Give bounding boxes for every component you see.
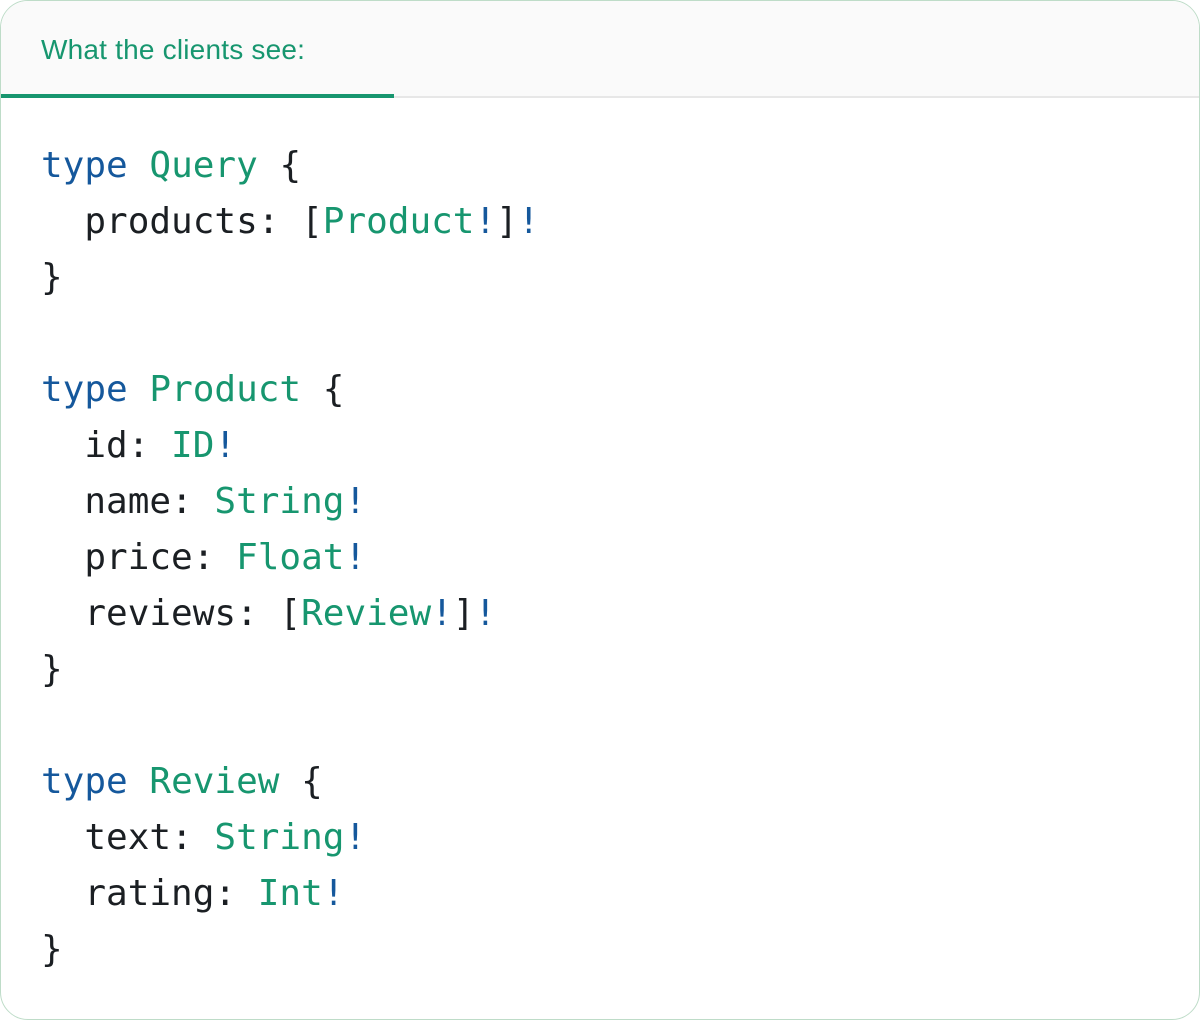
- code-line: }: [41, 922, 1159, 978]
- code-token-tp: ID: [171, 425, 215, 466]
- code-token-bg: !: [474, 201, 497, 242]
- code-line: type Review {: [41, 754, 1159, 810]
- code-token-bg: !: [344, 481, 367, 522]
- code-line: [41, 698, 1159, 754]
- code-token-pl: price:: [41, 537, 237, 578]
- code-token-pl: products: [: [41, 201, 323, 242]
- code-token-bg: !: [344, 537, 367, 578]
- code-line: reviews: [Review!]!: [41, 586, 1159, 642]
- code-token-pl: reviews: [: [41, 593, 302, 634]
- code-line: type Product {: [41, 362, 1159, 418]
- code-token-tp: String: [214, 481, 345, 522]
- tab-label: What the clients see:: [41, 33, 306, 65]
- code-line: [41, 306, 1159, 362]
- tab-bar: What the clients see:: [1, 1, 1199, 98]
- code-token-pl: {: [301, 369, 345, 410]
- code-token-pl: {: [257, 145, 302, 186]
- code-token-bg: !: [431, 593, 453, 634]
- code-token-pl: }: [41, 649, 63, 690]
- code-token-pl: rating:: [41, 873, 258, 914]
- active-tab-underline: [1, 94, 394, 98]
- code-token-tp: Review: [149, 761, 280, 802]
- code-token-tp: Int: [257, 873, 323, 914]
- code-line: rating: Int!: [41, 866, 1159, 922]
- code-token-kw: type: [41, 369, 128, 410]
- code-line: id: ID!: [41, 418, 1159, 474]
- code-token-tp: String: [214, 817, 345, 858]
- tab-what-the-clients-see[interactable]: What the clients see:: [1, 1, 305, 98]
- code-token-pl: ]: [452, 593, 475, 634]
- code-token-pl: [128, 761, 150, 802]
- code-token-bg: !: [517, 201, 540, 242]
- code-token-tp: Query: [149, 145, 258, 186]
- code-token-tp: Review: [301, 593, 432, 634]
- code-token-tp: Float: [236, 537, 345, 578]
- code-token-bg: !: [474, 593, 497, 634]
- code-token-kw: type: [41, 145, 128, 186]
- code-token-pl: }: [41, 929, 63, 970]
- code-line: price: Float!: [41, 530, 1159, 586]
- tab-bar-divider: [1, 96, 1199, 98]
- code-token-bg: !: [322, 873, 345, 914]
- code-token-pl: [128, 145, 150, 186]
- code-line: }: [41, 250, 1159, 306]
- code-token-pl: text:: [41, 817, 215, 858]
- code-token-bg: !: [214, 425, 237, 466]
- code-token-pl: name:: [41, 481, 215, 522]
- code-token-pl: ]: [496, 201, 518, 242]
- code-token-bg: !: [344, 817, 367, 858]
- code-token-pl: }: [41, 257, 63, 298]
- code-token-tp: Product: [322, 201, 475, 242]
- code-line: name: String!: [41, 474, 1159, 530]
- code-token-pl: id:: [41, 425, 172, 466]
- code-line: text: String!: [41, 810, 1159, 866]
- code-token-pl: [128, 369, 150, 410]
- code-token-kw: type: [41, 761, 128, 802]
- code-line: products: [Product!]!: [41, 194, 1159, 250]
- code-token-pl: {: [279, 761, 323, 802]
- code-line: }: [41, 642, 1159, 698]
- code-block: type Query { products: [Product!]!} type…: [1, 98, 1199, 978]
- code-line: type Query {: [41, 138, 1159, 194]
- code-token-tp: Product: [149, 369, 302, 410]
